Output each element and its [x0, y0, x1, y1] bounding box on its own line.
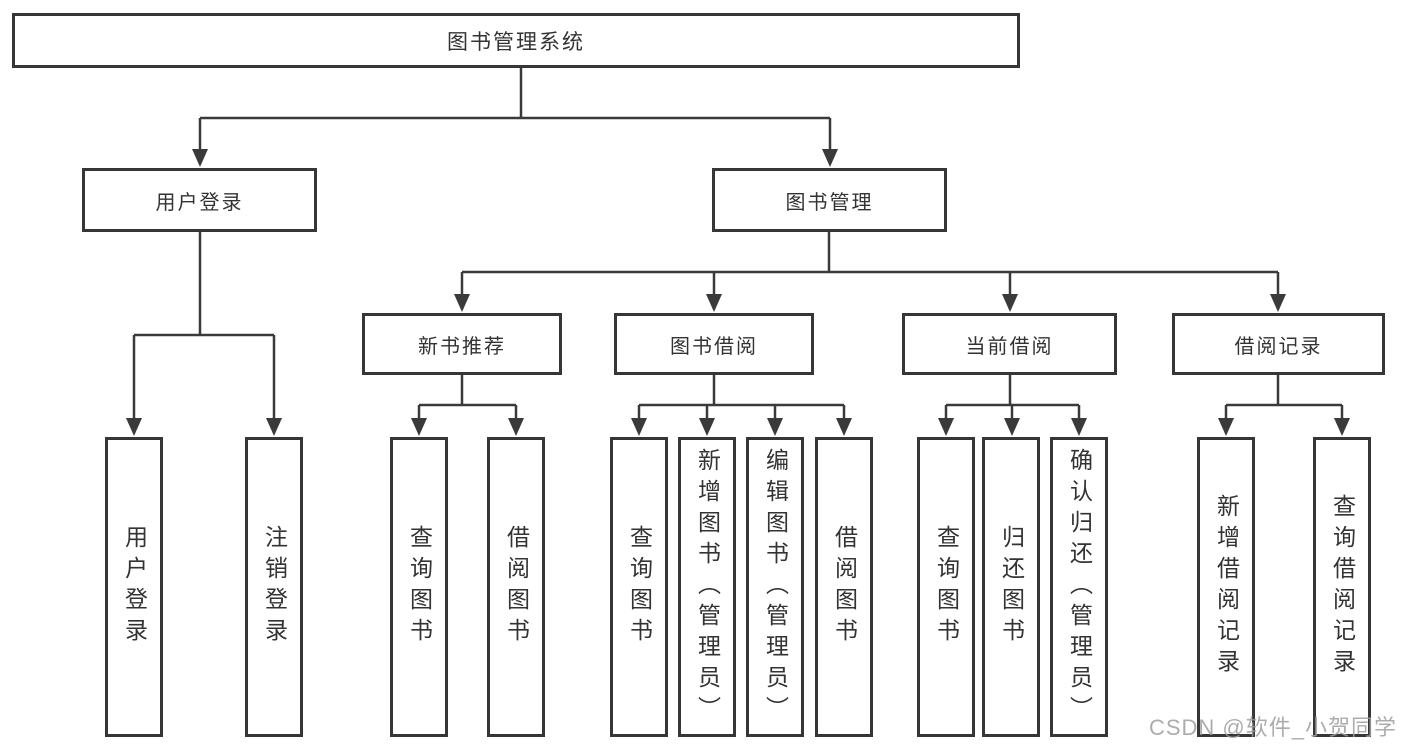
leaf-query-borrow-record: 查询借阅记录 [1313, 437, 1371, 737]
leaf-borrow-books: 借阅图书 [815, 437, 873, 737]
leaf-query-books-recommend: 查询图书 [390, 437, 448, 737]
leaf-borrow-books-recommend-label: 借阅图书 [503, 525, 530, 649]
leaf-logout: 注销登录 [245, 437, 303, 737]
leaf-query-borrow-record-label: 查询借阅记录 [1329, 494, 1356, 680]
connector-arrows-level3 [454, 272, 1286, 312]
connector-arrows-leaves [411, 405, 1350, 436]
node-borrow-records: 借阅记录 [1172, 313, 1385, 375]
connector-arrows-user-login [126, 335, 282, 436]
node-new-book-recommend: 新书推荐 [362, 313, 562, 375]
leaf-edit-books-admin: 编辑图书（管理员） [746, 437, 804, 737]
leaf-query-books-borrow: 查询图书 [610, 437, 668, 737]
leaf-query-books-borrow-label: 查询图书 [626, 525, 653, 649]
leaf-borrow-books-label: 借阅图书 [831, 525, 858, 649]
leaf-borrow-books-recommend: 借阅图书 [487, 437, 545, 737]
node-root-library-system: 图书管理系统 [12, 13, 1020, 68]
leaf-logout-label: 注销登录 [261, 525, 288, 649]
node-current-borrow: 当前借阅 [902, 313, 1117, 375]
leaf-add-borrow-record: 新增借阅记录 [1197, 437, 1255, 737]
leaf-add-borrow-record-label: 新增借阅记录 [1213, 494, 1240, 680]
leaf-query-books-current: 查询图书 [917, 437, 975, 737]
leaf-confirm-return-admin: 确认归还（管理员） [1050, 437, 1108, 737]
leaf-add-books-admin-label: 新增图书（管理员） [694, 447, 721, 727]
leaf-return-books: 归还图书 [982, 437, 1040, 737]
leaf-confirm-return-admin-label: 确认归还（管理员） [1066, 447, 1093, 727]
leaf-edit-books-admin-label: 编辑图书（管理员） [762, 447, 789, 727]
csdn-watermark: CSDN @软件_小贺同学 [1148, 715, 1397, 740]
leaf-query-books-current-label: 查询图书 [933, 525, 960, 649]
node-book-management: 图书管理 [712, 168, 947, 232]
node-user-login: 用户登录 [82, 168, 317, 232]
leaf-user-login: 用户登录 [105, 437, 163, 737]
node-book-borrow: 图书借阅 [614, 313, 814, 375]
leaf-query-books-recommend-label: 查询图书 [406, 525, 433, 649]
leaf-add-books-admin: 新增图书（管理员） [678, 437, 736, 737]
connector-rails [134, 68, 1342, 407]
leaf-return-books-label: 归还图书 [998, 525, 1025, 649]
leaf-user-login-label: 用户登录 [121, 525, 148, 649]
connector-arrows-level2 [192, 118, 838, 167]
